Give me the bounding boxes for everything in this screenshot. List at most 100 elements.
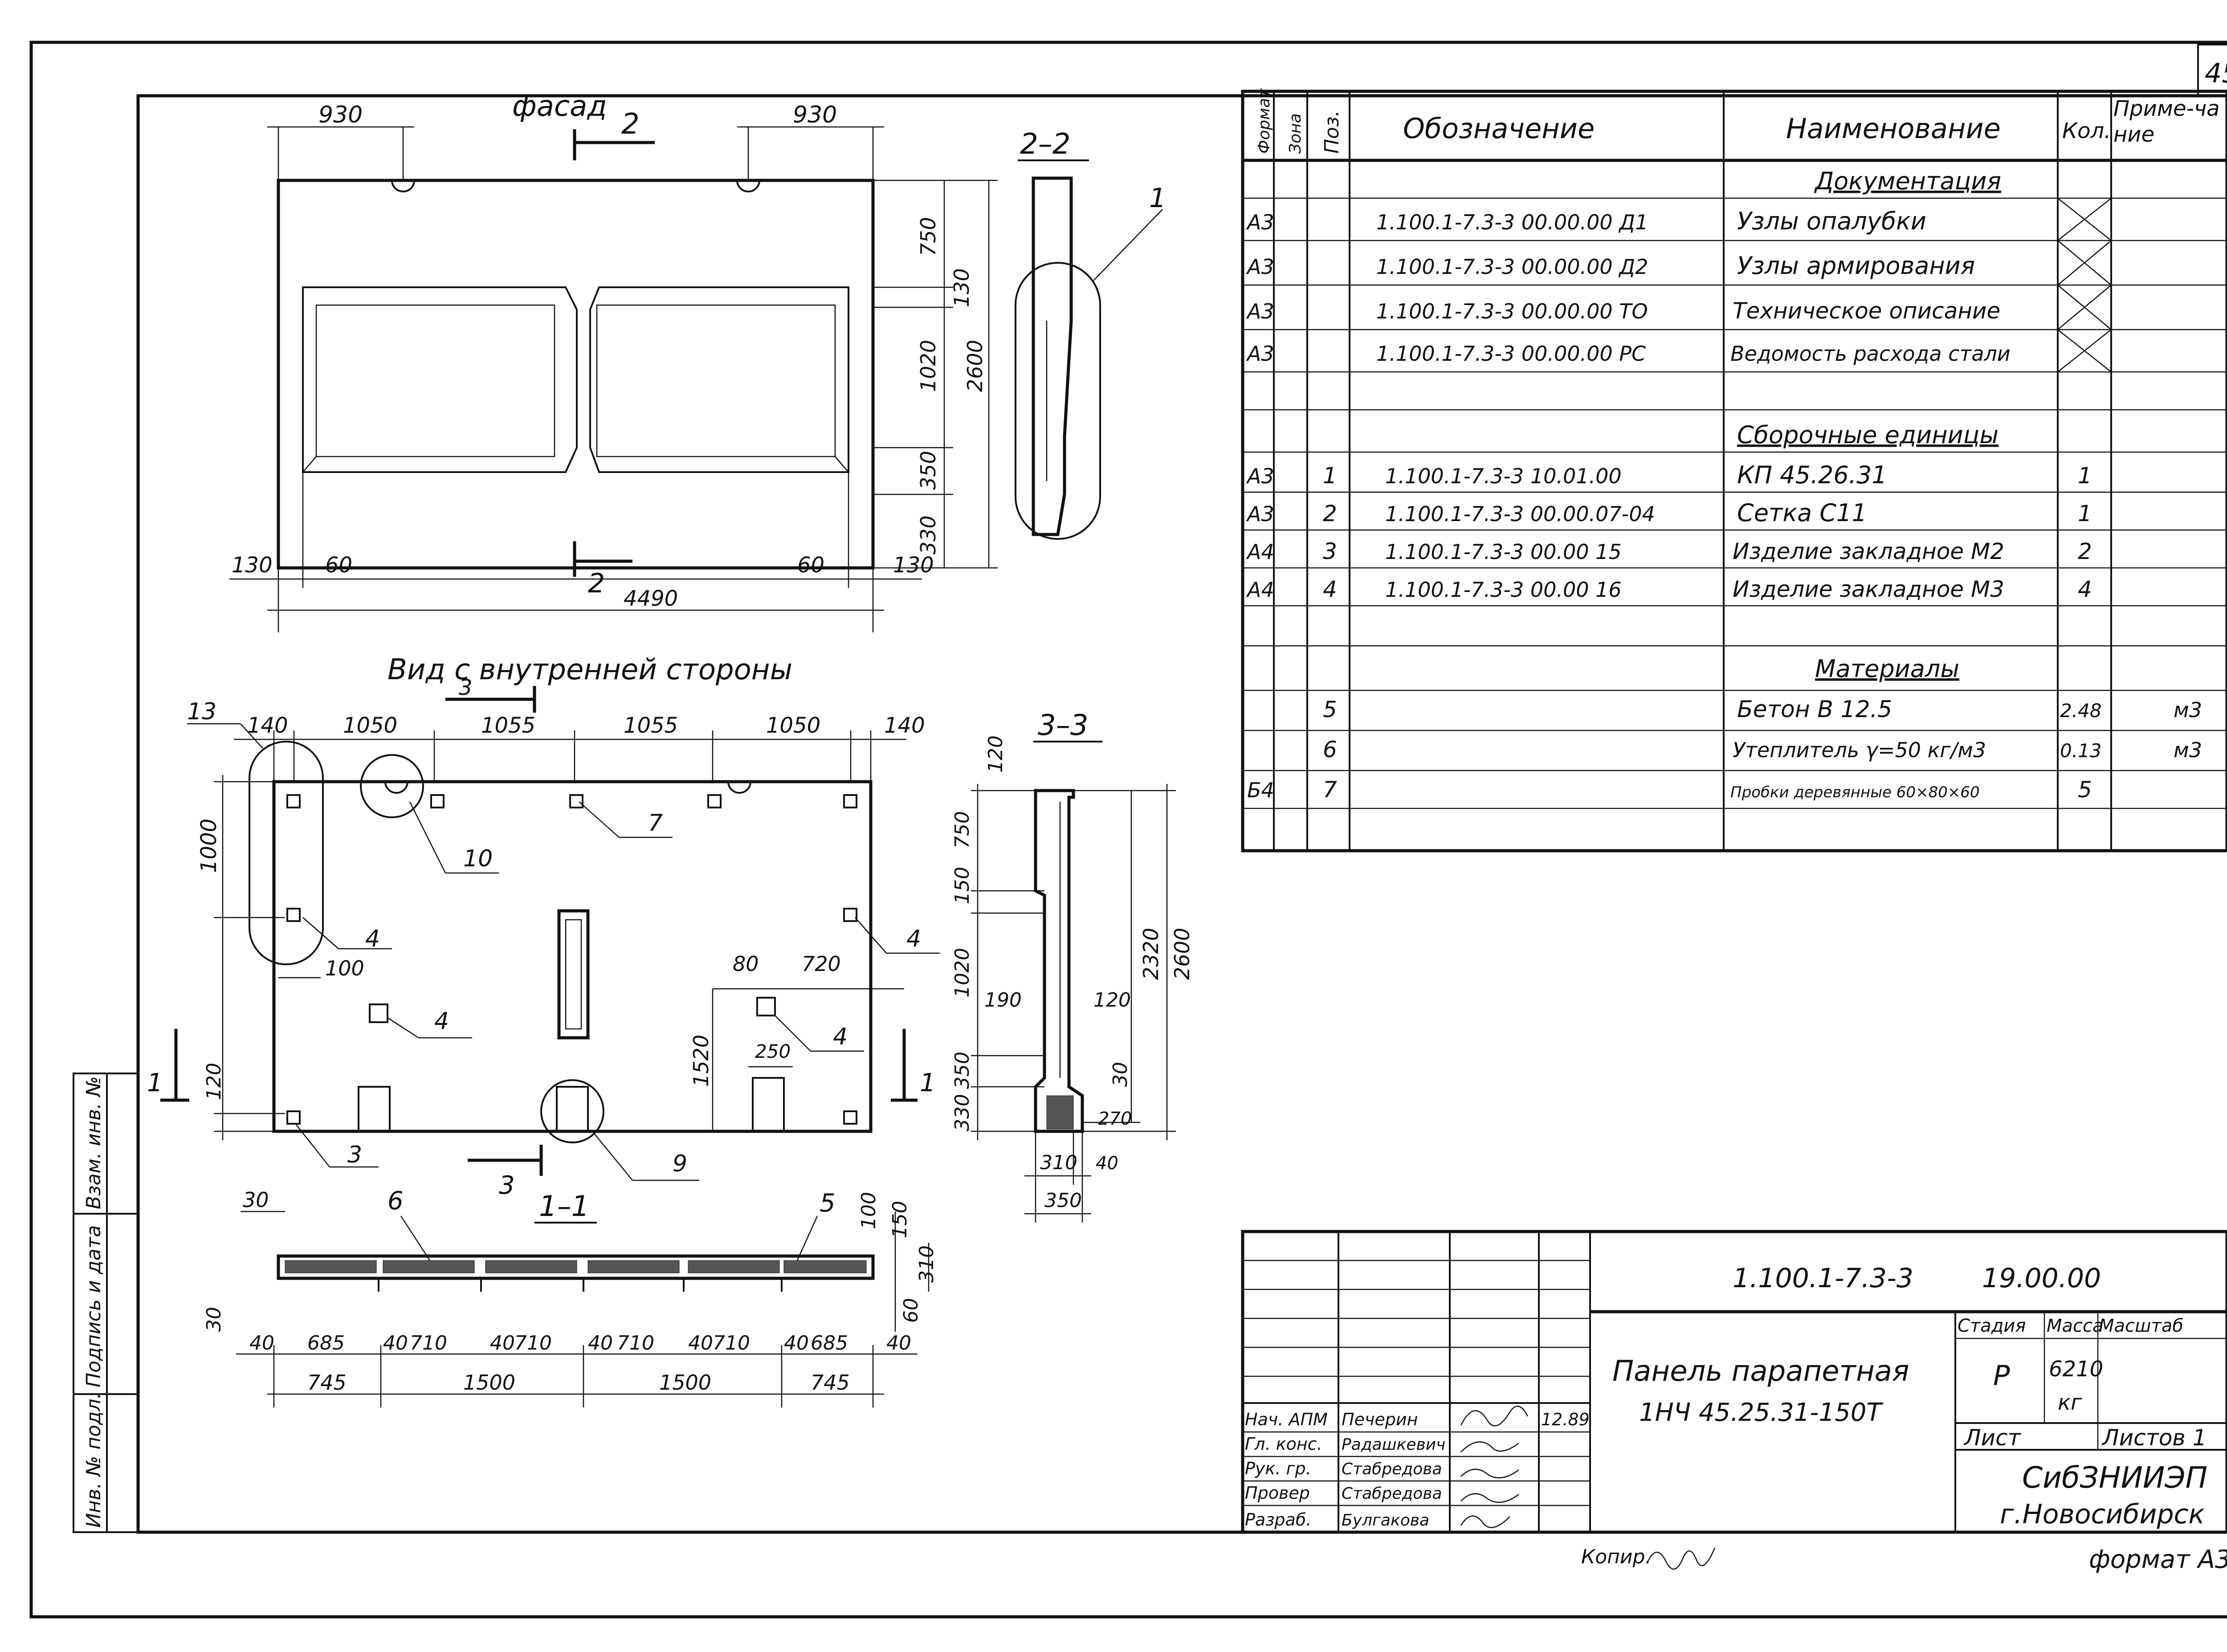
title-sheet-label: Лист bbox=[1963, 1425, 2022, 1451]
asm-row-1-format: А3 bbox=[1246, 464, 1274, 488]
title-scale-label: Масштаб bbox=[2099, 1316, 2183, 1336]
inner-view-section-mark: 3 bbox=[459, 675, 473, 700]
inner-callout-4d: 4 bbox=[833, 1024, 848, 1050]
s33-dim-l-150: 150 bbox=[951, 867, 974, 904]
spec-header-note: Приме-чание bbox=[2113, 96, 2220, 147]
doc-row-4-format: А3 bbox=[1246, 342, 1274, 366]
asm-row-3-qty: 2 bbox=[2078, 538, 2092, 564]
s33-dim-l-330: 330 bbox=[951, 1094, 974, 1131]
spec-section-materials: Материалы bbox=[1815, 655, 1959, 683]
inner-dim-top-1050-right: 1050 bbox=[766, 713, 820, 738]
spec-table: Формат Зона Поз. Обозначение Наименовани… bbox=[1241, 88, 2227, 853]
facade-dim-b-60-left: 60 bbox=[325, 553, 352, 578]
inner-dim-100: 100 bbox=[325, 956, 364, 980]
inner-dim-1520: 1520 bbox=[689, 1035, 713, 1087]
title-block: 1.100.1-7.3-3 19.00.00 Панель парапетная… bbox=[1241, 1230, 2227, 1574]
section-1-1-callout-6: 6 bbox=[387, 1187, 404, 1216]
section-1-1: 1–1 6 5 30 100 150 310 60 30 40 685 40 7… bbox=[203, 1187, 938, 1407]
spec-header-designation: Обозначение bbox=[1403, 112, 1595, 145]
s11-b1-4: 40 bbox=[490, 1332, 515, 1354]
inner-dim-top-1050-left: 1050 bbox=[343, 713, 397, 738]
inner-view-section-mark-bottom: 3 bbox=[499, 1171, 515, 1200]
mat-row-3-name: Пробки деревянные 60×80×60 bbox=[1730, 783, 1980, 801]
doc-row-4-designation: 1.100.1-7.3-3 00.00.00 РС bbox=[1376, 342, 1646, 366]
role-1-label: Нач. АПМ bbox=[1245, 1410, 1328, 1429]
section-1-1-dim-310: 310 bbox=[915, 1245, 938, 1283]
asm-row-4-designation: 1.100.1-7.3-3 00.00 16 bbox=[1385, 578, 1622, 602]
section-3-3-title: 3–3 bbox=[1038, 709, 1088, 742]
asm-row-2-pos: 2 bbox=[1323, 501, 1337, 526]
mat-row-2-pos: 6 bbox=[1323, 737, 1337, 763]
role-2-label: Гл. конс. bbox=[1245, 1434, 1322, 1454]
s11-b1-8: 40 bbox=[688, 1332, 713, 1354]
s33-dim-l-750: 750 bbox=[951, 811, 974, 848]
facade-dim-b-130-left: 130 bbox=[232, 553, 273, 578]
title-org-line1: СибЗНИИЭП bbox=[2022, 1460, 2207, 1495]
title-format: формат А3 bbox=[2089, 1545, 2227, 1574]
s11-b2-1: 1500 bbox=[463, 1371, 515, 1395]
facade-section-mark: 2 bbox=[621, 108, 640, 141]
facade-dim-b-60-right: 60 bbox=[797, 553, 824, 578]
role-3-label: Рук. гр. bbox=[1245, 1459, 1311, 1478]
title-stage-label: Стадия bbox=[1958, 1316, 2026, 1336]
doc-row-3-designation: 1.100.1-7.3-3 00.00.00 ТО bbox=[1376, 299, 1648, 323]
role-4-name: Стабредова bbox=[1342, 1485, 1442, 1503]
title-name-line2: 1НЧ 45.25.31-150Т bbox=[1639, 1398, 1883, 1427]
s11-b2-2: 1500 bbox=[659, 1371, 711, 1395]
title-mass-unit: кг bbox=[2058, 1390, 2082, 1415]
title-date: 12.89 bbox=[1541, 1410, 1590, 1429]
inner-dim-80: 80 bbox=[733, 952, 759, 976]
asm-row-4-format: А4 bbox=[1246, 578, 1274, 602]
title-org-line2: г.Новосибирск bbox=[2000, 1499, 2205, 1530]
inner-callout-4b: 4 bbox=[906, 926, 921, 952]
mat-row-2-qty: 0.13 bbox=[2060, 740, 2102, 762]
mat-row-3-pos: 7 bbox=[1323, 777, 1337, 803]
section-1-1-title: 1–1 bbox=[539, 1190, 589, 1223]
asm-row-1-designation: 1.100.1-7.3-3 10.01.00 bbox=[1385, 464, 1622, 488]
facade-section-mark-bottom: 2 bbox=[588, 568, 605, 599]
title-code2: 19.00.00 bbox=[1982, 1263, 2101, 1294]
asm-row-3-designation: 1.100.1-7.3-3 00.00 15 bbox=[1385, 540, 1622, 564]
title-name-line1: Панель парапетная bbox=[1612, 1355, 1909, 1388]
s11-b1-1: 685 bbox=[307, 1332, 345, 1354]
section-1-1-dim-30-left: 30 bbox=[203, 1307, 225, 1332]
side-stamp-sign: Подпись и дата bbox=[82, 1225, 105, 1387]
section-2-2: 2–2 1 bbox=[1015, 128, 1166, 540]
facade-dim-top-left: 930 bbox=[318, 102, 363, 128]
facade-dim-r-1020: 1020 bbox=[916, 340, 940, 392]
inner-callout-7: 7 bbox=[648, 810, 663, 836]
s11-b1-3: 710 bbox=[410, 1332, 447, 1354]
inner-callout-9: 9 bbox=[673, 1150, 687, 1177]
asm-row-4-pos: 4 bbox=[1323, 576, 1337, 602]
signature-2 bbox=[1460, 1441, 1519, 1452]
asm-row-1-pos: 1 bbox=[1323, 463, 1337, 489]
facade-dim-b-130-right: 130 bbox=[893, 553, 934, 578]
s33-dim-l-190: 190 bbox=[984, 989, 1022, 1012]
title-copied: Копир. bbox=[1581, 1546, 1651, 1568]
mat-row-2-name: Утеплитель γ=50 кг/м3 bbox=[1733, 738, 1986, 762]
spec-header-qty: Кол. bbox=[2062, 118, 2111, 143]
s33-dim-r-270: 270 bbox=[1098, 1109, 1132, 1129]
asm-row-1-qty: 1 bbox=[2078, 463, 2092, 489]
s11-b2-3: 745 bbox=[811, 1371, 850, 1395]
title-code: 1.100.1-7.3-3 bbox=[1733, 1263, 1913, 1294]
facade-dim-total-height: 2600 bbox=[963, 340, 987, 392]
facade-dim-total-length: 4490 bbox=[624, 586, 678, 611]
s11-b2-0: 745 bbox=[307, 1371, 347, 1395]
signature-4 bbox=[1460, 1493, 1519, 1503]
inner-dim-left-120: 120 bbox=[203, 1063, 225, 1100]
inner-callout-10: 10 bbox=[463, 845, 493, 872]
title-sheets-label: Листов 1 bbox=[2101, 1425, 2207, 1451]
s33-dim-l-1020: 1020 bbox=[951, 948, 974, 998]
mat-row-2-note: м3 bbox=[2174, 738, 2202, 762]
inner-cut-mark-right: 1 bbox=[920, 1069, 936, 1097]
side-stamp-replace: Взам. инв. № bbox=[82, 1076, 105, 1209]
role-5-name: Булгакова bbox=[1342, 1511, 1429, 1530]
section-1-1-dim-100: 100 bbox=[857, 1192, 880, 1229]
spec-header-zone: Зона bbox=[1286, 113, 1305, 154]
inner-dim-top-140-left: 140 bbox=[247, 713, 288, 738]
title-mass: 6210 bbox=[2049, 1357, 2103, 1382]
s33-dim-l-120: 120 bbox=[984, 735, 1007, 773]
spec-header-name: Наименование bbox=[1786, 112, 2001, 145]
s33-dim-l-350: 350 bbox=[951, 1052, 974, 1089]
